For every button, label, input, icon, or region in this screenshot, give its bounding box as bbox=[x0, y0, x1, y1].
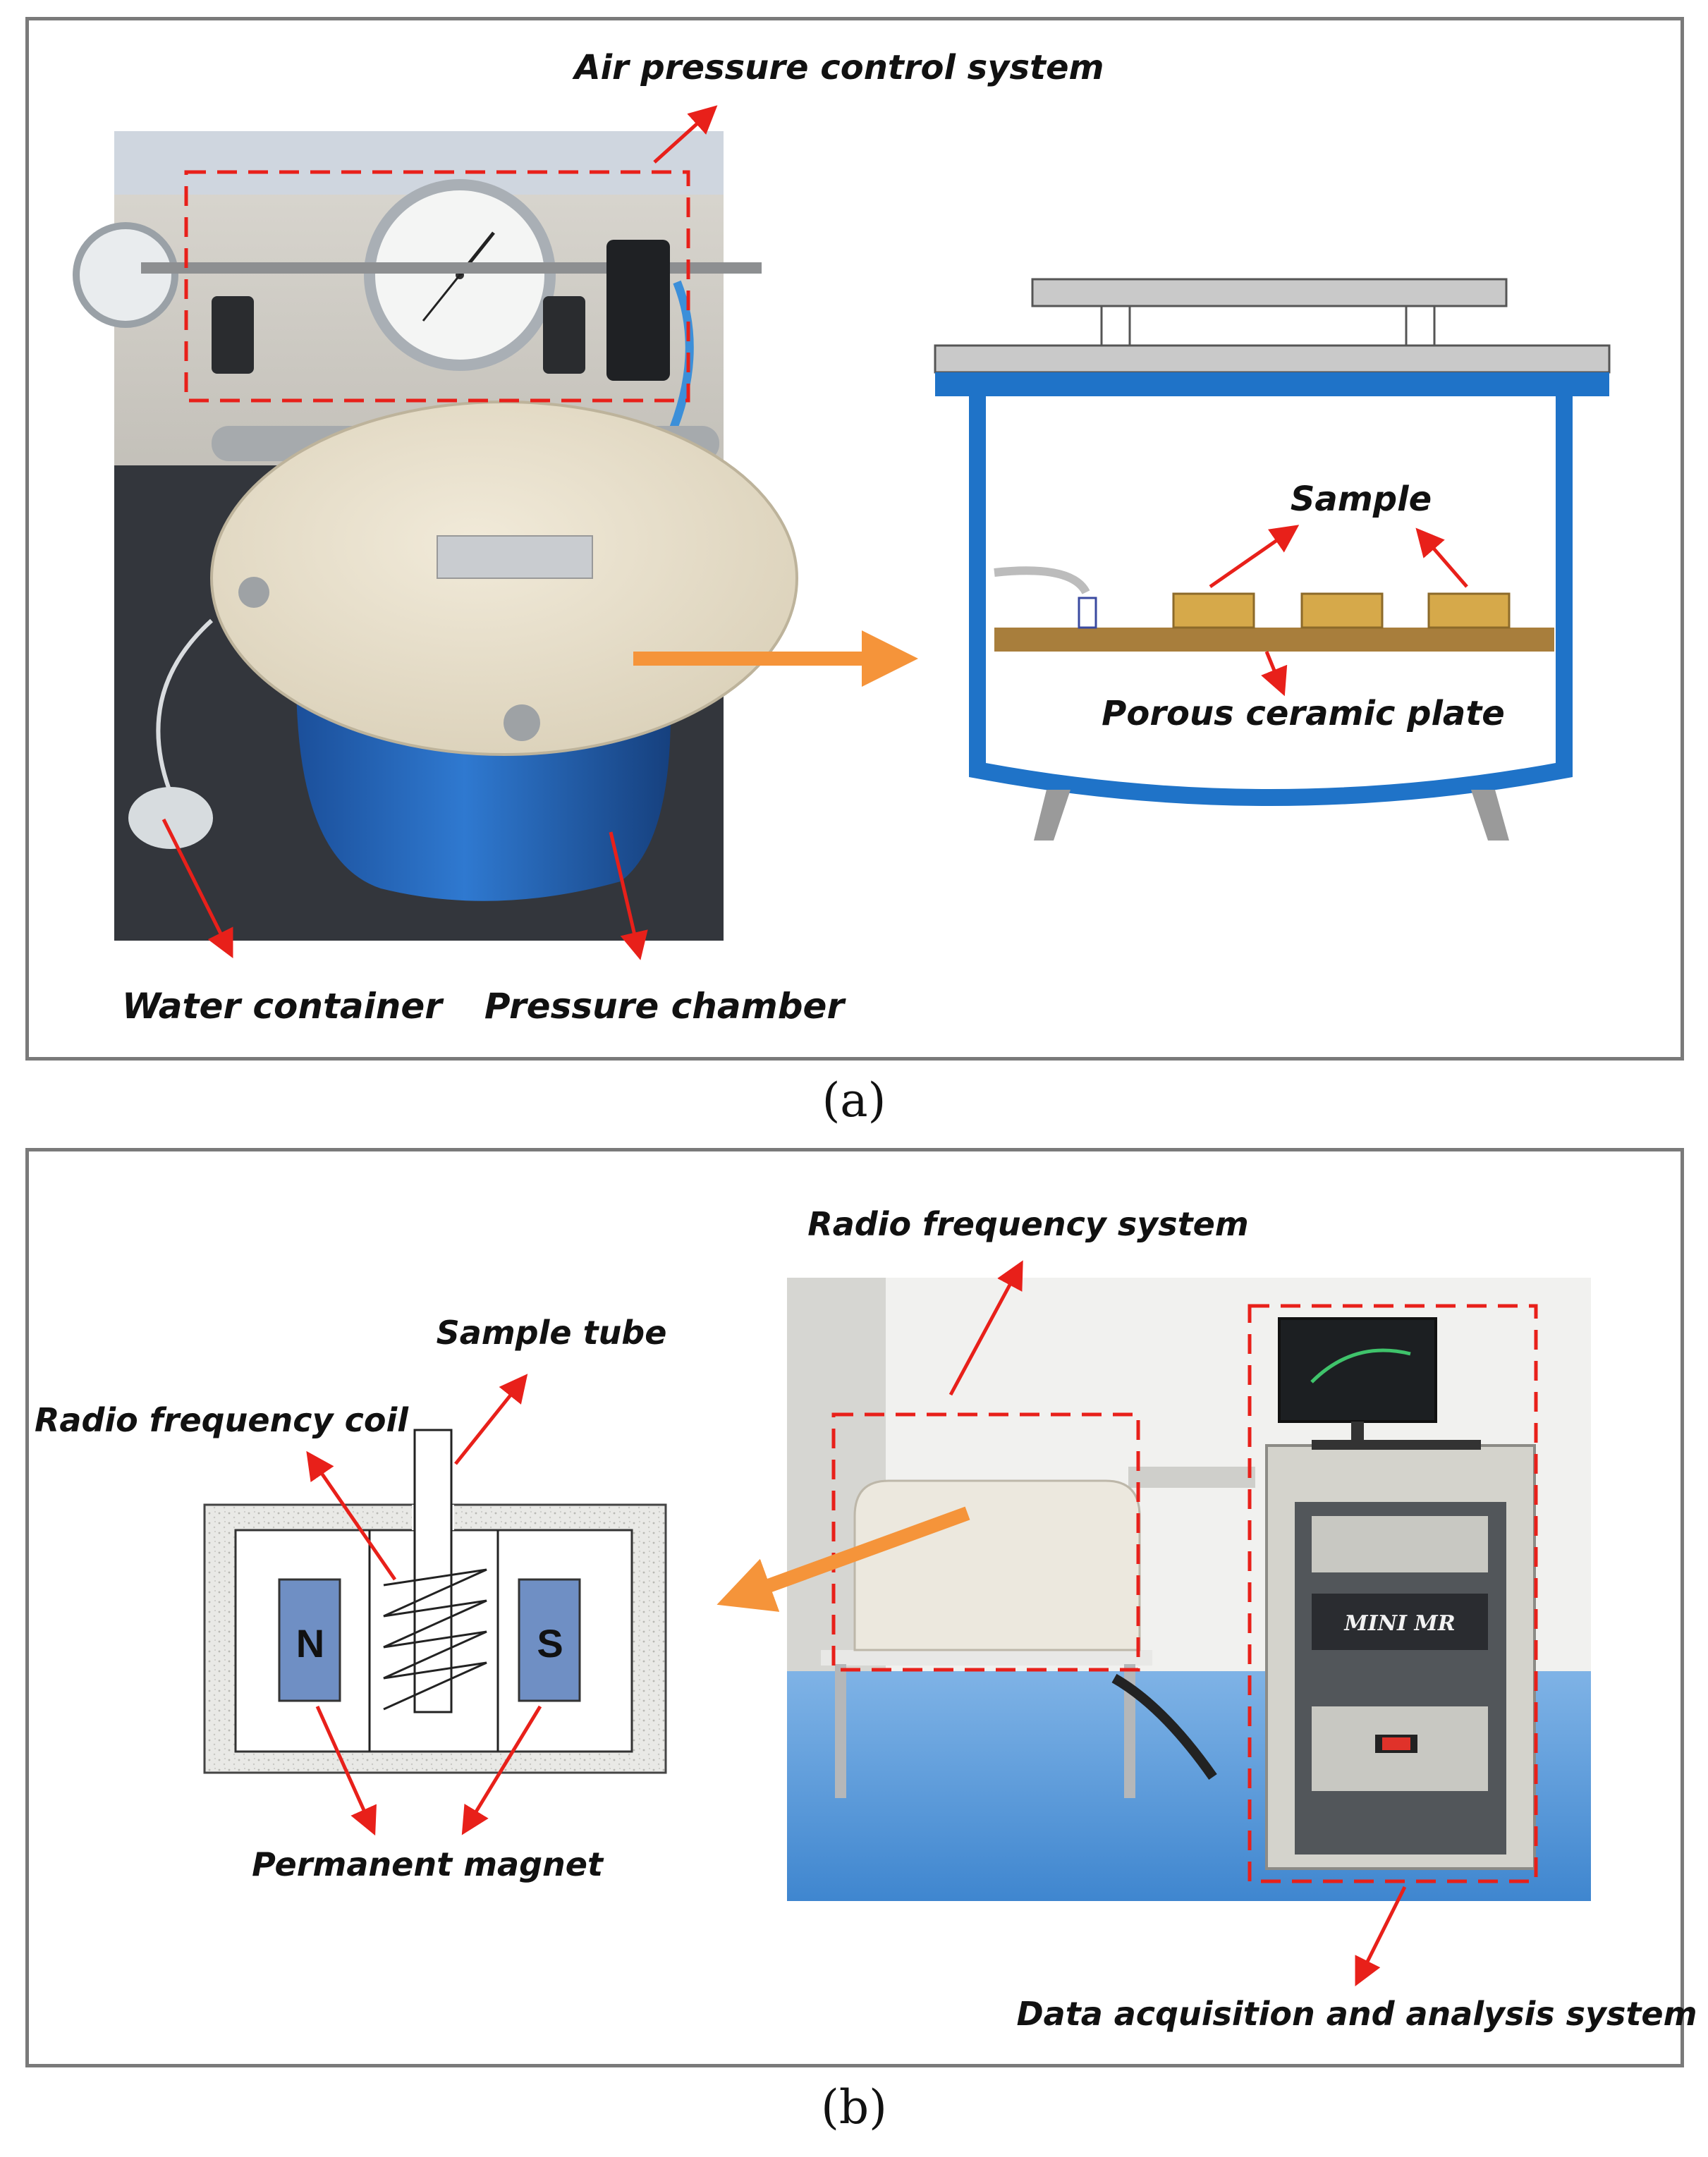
pressure-chamber-arrow bbox=[609, 831, 648, 960]
magnet-n-label: N bbox=[296, 1621, 324, 1666]
air-pressure-label: Air pressure control system bbox=[571, 48, 1104, 87]
pressure-chamber-photo bbox=[73, 131, 798, 941]
magnet-arrow-right bbox=[461, 1705, 542, 1835]
sample-2 bbox=[1300, 592, 1384, 629]
air-pressure-arrow bbox=[653, 105, 718, 164]
lid-plate bbox=[934, 344, 1611, 374]
sample-tube bbox=[413, 1429, 453, 1713]
magnet-n bbox=[278, 1578, 341, 1702]
sample-tube-arrow bbox=[454, 1374, 528, 1465]
chamber-wall bbox=[969, 396, 1573, 806]
device-brand-label: MINI MR bbox=[1343, 1611, 1455, 1636]
sample-arrow-right bbox=[1415, 527, 1468, 588]
air-pressure-highlight-box bbox=[184, 170, 690, 403]
magnet-arrow-left bbox=[315, 1705, 377, 1836]
rf-system-label: Radio frequency system bbox=[807, 1205, 1248, 1243]
magnet-s-label: S bbox=[537, 1621, 563, 1666]
data-system-label: Data acquisition and analysis system bbox=[1016, 1995, 1697, 2033]
sample-arrow-left bbox=[1209, 525, 1300, 589]
sample-tube-label: Sample tube bbox=[437, 1314, 667, 1352]
porous-ceramic-plate bbox=[994, 628, 1554, 652]
rf-coil bbox=[383, 1568, 487, 1711]
magnet-s bbox=[518, 1578, 581, 1702]
rf-system-arrow bbox=[948, 1260, 1023, 1396]
panel-a-caption: (a) bbox=[822, 1073, 886, 1128]
sample-1 bbox=[1172, 592, 1255, 629]
rf-coil-label: Radio frequency coil bbox=[35, 1401, 409, 1439]
flow-arrow-b bbox=[716, 1506, 970, 1612]
permanent-magnet-label: Permanent magnet bbox=[252, 1845, 604, 1883]
water-container-arrow bbox=[161, 818, 233, 958]
rf-coil-arrow bbox=[306, 1450, 397, 1581]
data-system-arrow bbox=[1355, 1886, 1407, 1986]
magnet-schematic bbox=[203, 1429, 667, 1774]
porous-plate-arrow bbox=[1261, 651, 1288, 697]
lid-rim bbox=[935, 372, 1609, 396]
nmr-lab-photo: MINI MR bbox=[787, 1278, 1591, 1901]
top-plate bbox=[1031, 278, 1508, 307]
chamber-schematic bbox=[934, 278, 1611, 841]
pressure-chamber-label: Pressure chamber bbox=[484, 986, 847, 1027]
sample-label: Sample bbox=[1291, 479, 1432, 519]
water-container-label: Water container bbox=[122, 986, 444, 1027]
data-system-highlight-box bbox=[1248, 1304, 1538, 1883]
sample-3 bbox=[1427, 592, 1511, 629]
panel-b-caption: (b) bbox=[821, 2080, 887, 2134]
porous-plate-label: Porous ceramic plate bbox=[1102, 694, 1505, 733]
